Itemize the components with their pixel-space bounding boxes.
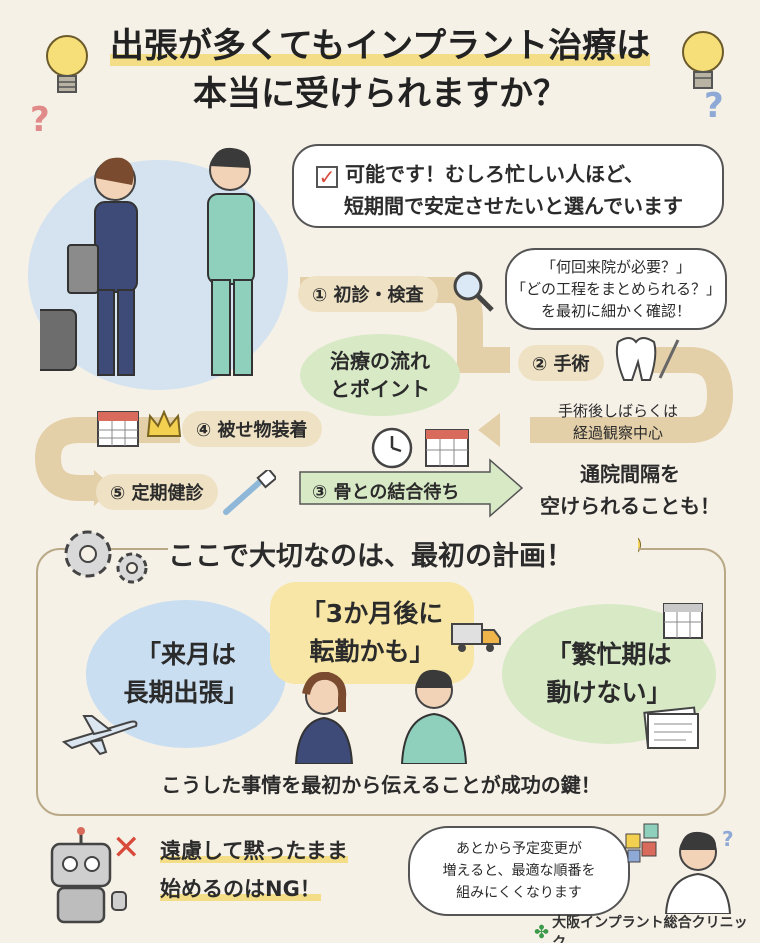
puzzle-icon <box>624 820 668 864</box>
dentist-illustration <box>394 664 474 764</box>
warning-note-line2: 増えると、最適な順番を <box>442 863 596 879</box>
step-4: ④ 被せ物装着 <box>182 411 322 447</box>
bubble-long-trip-line2: 長期出張」 <box>123 678 249 707</box>
step-2: ② 手術 <box>518 345 604 381</box>
step2-note: 手術後しばらくは 経過観察中心 <box>538 400 698 444</box>
doctor-illustration: ? <box>660 824 740 914</box>
step1-note-line2: 「どの工程をまとめられる？」 <box>510 280 721 298</box>
airplane-icon <box>60 712 140 756</box>
clinic-logo: ✤ 大阪インプラント総合クリニック <box>534 912 760 943</box>
step1-note: 「何回来院が必要？」 「どの工程をまとめられる？」 を最初に細かく確認！ <box>505 248 727 330</box>
gear-icon <box>52 520 156 590</box>
warning-text: 遠慮して黙ったまま 始めるのはNG！ <box>160 832 348 908</box>
title-line1: 出張が多くてもインプラント治療は <box>109 26 651 66</box>
flow-center-line2: とポイント <box>330 377 430 401</box>
bubble-busy-season-line2: 動けない」 <box>546 678 672 707</box>
bubble-busy-season-line1: 「繁忙期は <box>546 640 672 669</box>
question-mark-icon: ? <box>704 86 724 126</box>
step1-note-line3: を最初に細かく確認！ <box>540 302 691 320</box>
calendar-icon <box>96 406 142 448</box>
step-1: ① 初診・検査 <box>298 276 438 312</box>
warning-note: あとから予定変更が 増えると、最適な順番を 組みにくくなります <box>408 826 630 916</box>
cross-icon: ✕ <box>112 828 141 868</box>
lightbulb-icon <box>40 30 94 104</box>
step1-note-line1: 「何回来院が必要？」 <box>540 258 691 276</box>
flow-arrows <box>34 277 734 518</box>
calendar-icon <box>662 598 704 640</box>
step-3: ③ 骨との結合待ち <box>312 482 460 503</box>
truck-icon <box>450 620 502 654</box>
step3-note-line1: 通院間隔を <box>580 462 680 486</box>
step2-note-line2: 経過観察中心 <box>572 424 663 442</box>
patient-illustration <box>288 672 368 764</box>
bubble-long-trip-line1: 「来月は <box>135 640 236 669</box>
bubble-transfer-line2: 転勤かも」 <box>309 637 435 666</box>
step-5: ⑤ 定期健診 <box>96 474 218 510</box>
answer-line2: 短期間で安定させたいと選んでいます <box>344 194 683 218</box>
warning-note-line3: 組みにくくなります <box>456 885 582 901</box>
answer-bubble: ✓ 可能です！むしろ忙しい人ほど、 短期間で安定させたいと選んでいます <box>292 144 724 228</box>
page-title: 出張が多くてもインプラント治療は 本当に受けられますか？ <box>0 22 760 118</box>
documents-icon <box>642 700 702 752</box>
warning-line2: 始めるのはNG！ <box>160 877 321 901</box>
tooth-icon <box>612 334 682 386</box>
clock-icon <box>370 426 414 470</box>
question-mark-icon: ? <box>30 100 50 140</box>
answer-line1: ✓ 可能です！むしろ忙しい人ほど、 <box>316 158 644 188</box>
magnifier-icon <box>448 266 496 314</box>
planning-heading: ここで大切なのは、最初の計画！ <box>168 534 638 574</box>
bubble-transfer-line1: 「3か月後に <box>300 599 444 628</box>
clinic-name: 大阪インプラント総合クリニック <box>552 915 748 943</box>
toothbrush-icon <box>222 470 276 516</box>
title-line2: 本当に受けられますか？ <box>193 74 567 114</box>
businesswoman-illustration <box>40 150 160 390</box>
check-icon: ✓ <box>316 166 338 188</box>
clover-icon: ✤ <box>534 921 550 943</box>
crown-icon <box>146 410 182 440</box>
step3-note: 通院間隔を 空けられることも！ ◡ <box>530 458 730 556</box>
warning-note-line1: あとから予定変更が <box>456 841 582 857</box>
lightbulb-icon <box>676 26 730 100</box>
robot-icon <box>38 826 138 926</box>
calendar-icon <box>424 424 470 468</box>
flow-center-line1: 治療の流れ <box>330 349 430 373</box>
bubble-long-trip: 「来月は 長期出張」 <box>86 600 286 748</box>
flow-center: 治療の流れ とポイント <box>300 334 460 416</box>
warning-line1: 遠慮して黙ったまま <box>160 839 348 863</box>
dentist-illustration <box>180 140 280 390</box>
planning-footer: こうした事情を最初から伝えることが成功の鍵！ <box>161 772 601 797</box>
svg-text:?: ? <box>722 827 734 851</box>
step2-note-line1: 手術後しばらくは <box>557 402 678 420</box>
bubble-transfer: 「3か月後に 転勤かも」 <box>270 582 474 684</box>
